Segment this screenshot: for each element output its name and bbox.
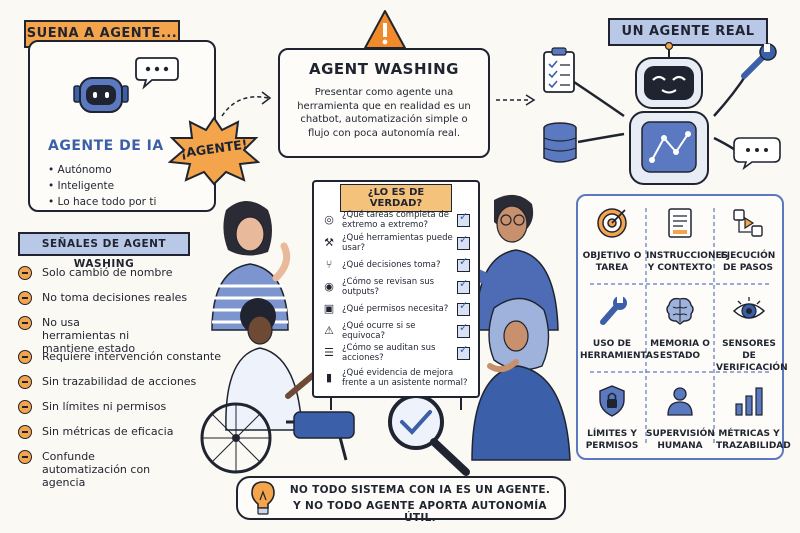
people-illustration <box>200 194 571 476</box>
signals-tag: SEÑALES DE AGENT WASHING <box>18 232 190 270</box>
wrench-icon <box>741 43 777 79</box>
whiteboard-legs <box>330 398 462 410</box>
question-row: ☰¿Cómo se auditan sus acciones? <box>322 343 470 363</box>
agente-ia-card: AGENTE DE IA • Autónomo • Inteligente • … <box>28 40 216 212</box>
warning-icon <box>364 10 406 49</box>
check-icon <box>457 235 470 250</box>
bar-chart-icon <box>735 387 763 416</box>
speech-bubble-icon <box>135 57 179 90</box>
signal-item: No toma decisiones reales <box>18 291 187 305</box>
workflow-icon <box>733 209 763 237</box>
question-row: ⚠¿Qué ocurre si se equivoca? <box>322 321 470 341</box>
question-row: ▮¿Qué evidencia de mejora frente a un as… <box>322 366 470 390</box>
capability-sensores: SENSORES DE VERIFICACIÓN <box>716 294 788 374</box>
agent-washing-description: Presentar como agente una herramienta qu… <box>297 87 471 139</box>
whiteboard-title: ¿LO ES DE VERDAD? <box>340 184 452 212</box>
capability-ejecucion: EJECUCIÓN DE PASOS <box>716 206 780 274</box>
bar-chart-icon: ▮ <box>325 371 333 384</box>
capability-memoria: MEMORIA O ESTADO <box>646 294 714 362</box>
signal-item: Sin trazabilidad de acciones <box>18 375 196 389</box>
wrench-icon <box>600 296 627 325</box>
starburst-badge <box>168 116 260 186</box>
capability-objetivo: OBJETIVO O TAREA <box>580 206 644 274</box>
target-icon <box>597 208 627 238</box>
bottom-banner-line2: Y NO TODO AGENTE APORTA AUTONOMÍA ÚTIL. <box>293 500 547 524</box>
arrow-icon <box>496 94 536 106</box>
signal-item: Sin límites ni permisos <box>18 400 166 414</box>
question-row: ◉¿Cómo se revisan sus outputs? <box>322 277 470 297</box>
check-icon <box>457 345 470 360</box>
signal-item: Solo cambió de nombre <box>18 266 172 280</box>
capability-instrucciones: INSTRUCCIONES Y CONTEXTO <box>646 206 728 274</box>
bullet-item: • Autónomo <box>48 164 112 176</box>
capability-metricas: MÉTRICAS Y TRAZABILIDAD <box>716 384 791 452</box>
lock-icon <box>599 385 625 417</box>
agent-washing-card: AGENT WASHING Presentar como agente una … <box>278 48 490 158</box>
signal-item: Sin métricas de eficacia <box>18 425 173 439</box>
agente-ia-bullets: • Autónomo • Inteligente • Lo hace todo … <box>48 162 156 210</box>
lock-icon: ▣ <box>323 302 335 315</box>
bullet-item: • Inteligente <box>48 180 115 192</box>
check-icon <box>457 279 470 294</box>
person-woman-hijab <box>471 297 571 461</box>
eye-icon: ◉ <box>324 280 334 293</box>
lightbulb-icon <box>251 481 275 515</box>
decision-icon: ⑂ <box>325 258 333 271</box>
eye-icon <box>732 297 766 319</box>
arrow-icon <box>221 91 272 117</box>
warning-icon: ⚠ <box>324 324 334 337</box>
database-icon <box>543 122 577 163</box>
bottom-banner-line1: NO TODO SISTEMA CON IA ES UN AGENTE. <box>289 484 551 496</box>
un-agente-real-tag: UN AGENTE REAL <box>608 18 768 46</box>
agent-washing-title: AGENT WASHING <box>309 60 459 78</box>
brain-icon <box>666 297 694 325</box>
person-icon <box>667 387 693 416</box>
document-icon: ☰ <box>324 346 334 359</box>
question-row: ▣¿Qué permisos necesita? <box>322 301 470 316</box>
whiteboard <box>312 180 480 398</box>
target-icon: ◎ <box>324 213 334 226</box>
document-icon <box>668 208 692 238</box>
check-icon <box>457 212 470 227</box>
bottom-banner <box>236 476 566 520</box>
question-row: ⑂¿Qué decisiones toma? <box>322 257 470 272</box>
signal-item: Confunde automatización con agencia <box>18 450 158 489</box>
capability-supervision: SUPERVISIÓN HUMANA <box>646 384 715 452</box>
question-row: ◎¿Qué tareas completa de extremo a extre… <box>322 208 470 232</box>
wrench-icon: ⚒ <box>324 236 334 249</box>
capability-herramientas: USO DE HERRAMIENTAS <box>580 294 659 362</box>
robot-head-icon <box>73 77 129 113</box>
check-icon <box>457 301 470 316</box>
chat-bubble-icon <box>733 137 781 171</box>
check-icon <box>457 257 470 272</box>
capabilities-grid-dividers <box>590 208 770 446</box>
real-agent-robot-illustration <box>543 42 781 185</box>
clipboard-icon <box>543 47 575 93</box>
capability-limites: LÍMITES Y PERMISOS <box>580 384 644 452</box>
bullet-item: • Lo hace todo por ti <box>48 196 157 208</box>
signal-item: No usa herramientas ni mantiene estado <box>18 316 148 355</box>
agente-ia-title: AGENTE DE IA <box>48 138 164 154</box>
check-icon <box>457 323 470 338</box>
question-row: ⚒¿Qué herramientas puede usar? <box>322 233 470 253</box>
signal-item: Requiere intervención constante <box>18 350 221 364</box>
person-wheelchair <box>200 298 355 474</box>
